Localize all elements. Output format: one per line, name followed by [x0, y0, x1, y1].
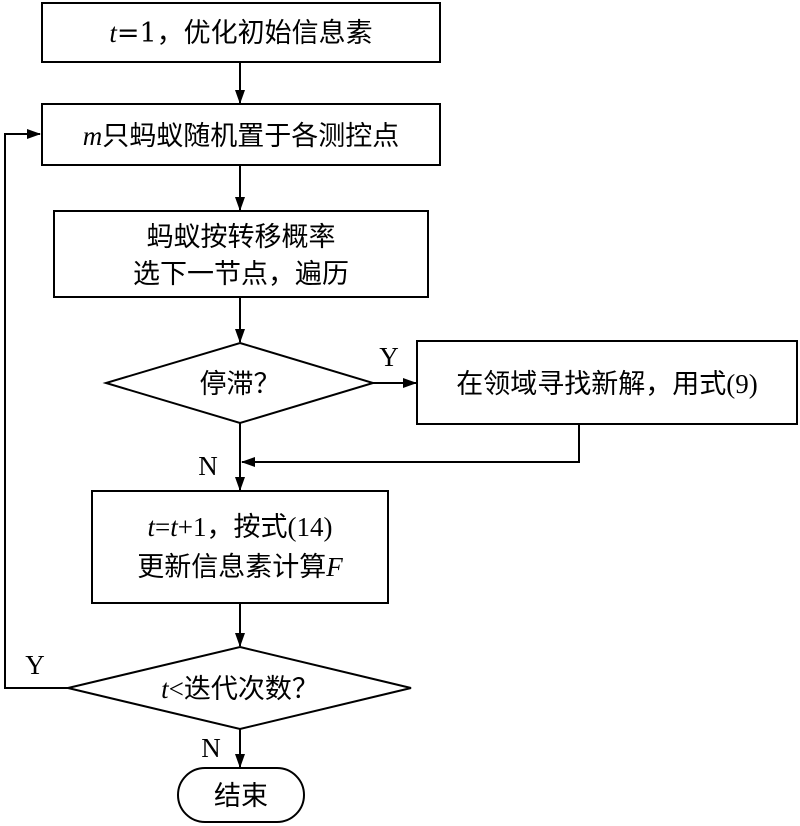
update-label-line2: 更新信息素计算F — [137, 552, 343, 583]
traverse-label-line2: 选下一节点，遍历 — [133, 259, 349, 290]
neighborhood-label: 在领域寻找新解，用式(9) — [456, 369, 757, 400]
traverse-box: 蚂蚁按转移概率 选下一节点，遍历 — [53, 210, 429, 298]
init-label: t=1，优化初始信息素 — [109, 18, 372, 49]
update-label-line1: t=t+1，按式(14) — [148, 512, 333, 543]
end-label: 结束 — [214, 781, 268, 812]
edge-iteration-yes-loop — [4, 129, 68, 689]
stagnation-decision: 停滞？ — [102, 341, 377, 425]
edge-neighborhood-return — [241, 424, 580, 467]
traverse-label-line1: 蚂蚁按转移概率 — [147, 222, 336, 253]
stagnation-label: 停滞？ — [200, 369, 281, 400]
stagnation-yes-label: Y — [379, 342, 399, 372]
iteration-no-label: N — [201, 733, 221, 763]
init-box: t=1，优化初始信息素 — [41, 2, 441, 63]
update-box: t=t+1，按式(14) 更新信息素计算F — [91, 490, 389, 604]
iteration-decision: t<迭代次数？ — [67, 645, 412, 731]
neighborhood-box: 在领域寻找新解，用式(9) — [416, 340, 798, 425]
place-ants-label: m只蚂蚁随机置于各测控点 — [83, 121, 400, 152]
end-terminator: 结束 — [177, 767, 305, 823]
iteration-yes-label: Y — [25, 650, 45, 680]
stagnation-no-label: N — [198, 451, 218, 481]
place-ants-box: m只蚂蚁随机置于各测控点 — [41, 103, 441, 166]
iteration-label: t<迭代次数？ — [161, 674, 319, 705]
